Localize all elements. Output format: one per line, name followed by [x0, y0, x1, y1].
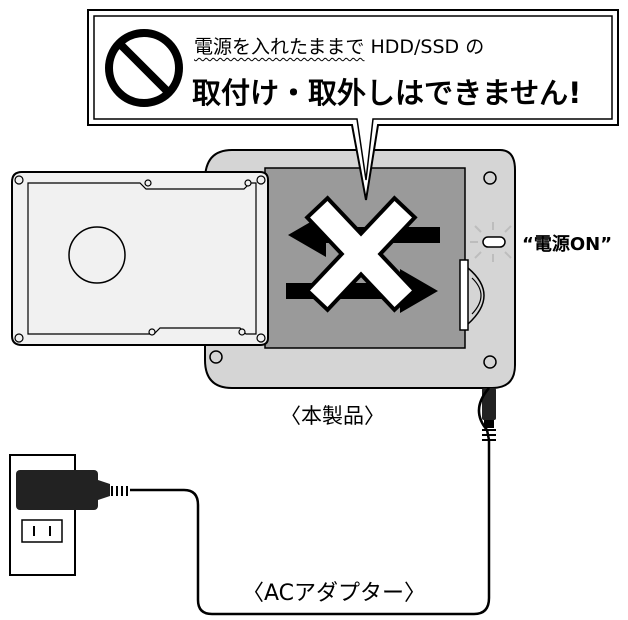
sata-connector [459, 259, 485, 331]
power-on-label: “電源ON” [522, 234, 613, 255]
warning-line1-rest: HDD/SSD の [364, 36, 485, 58]
crossed-out-swap-arrows-icon [286, 195, 440, 313]
enclosure-screw [209, 350, 223, 364]
ac-adapter-icon [16, 470, 128, 510]
hard-drive [11, 171, 269, 346]
prohibited-icon [105, 29, 183, 107]
drive-spindle [68, 226, 126, 284]
warning-line2: 取付け・取外しはできません! [192, 76, 582, 110]
enclosure-screw [483, 355, 497, 369]
warning-line1: 電源を入れたままで HDD/SSD の [194, 32, 484, 59]
dc-cable [130, 387, 496, 616]
adapter-label: 〈ACアダプター〉 [238, 575, 431, 607]
product-label: 〈本製品〉 [280, 404, 385, 428]
warning-callout [87, 9, 619, 201]
enclosure-screw [483, 171, 497, 185]
warning-line1-emphasis: 電源を入れたままで [194, 36, 365, 58]
power-led-icon [470, 222, 512, 262]
